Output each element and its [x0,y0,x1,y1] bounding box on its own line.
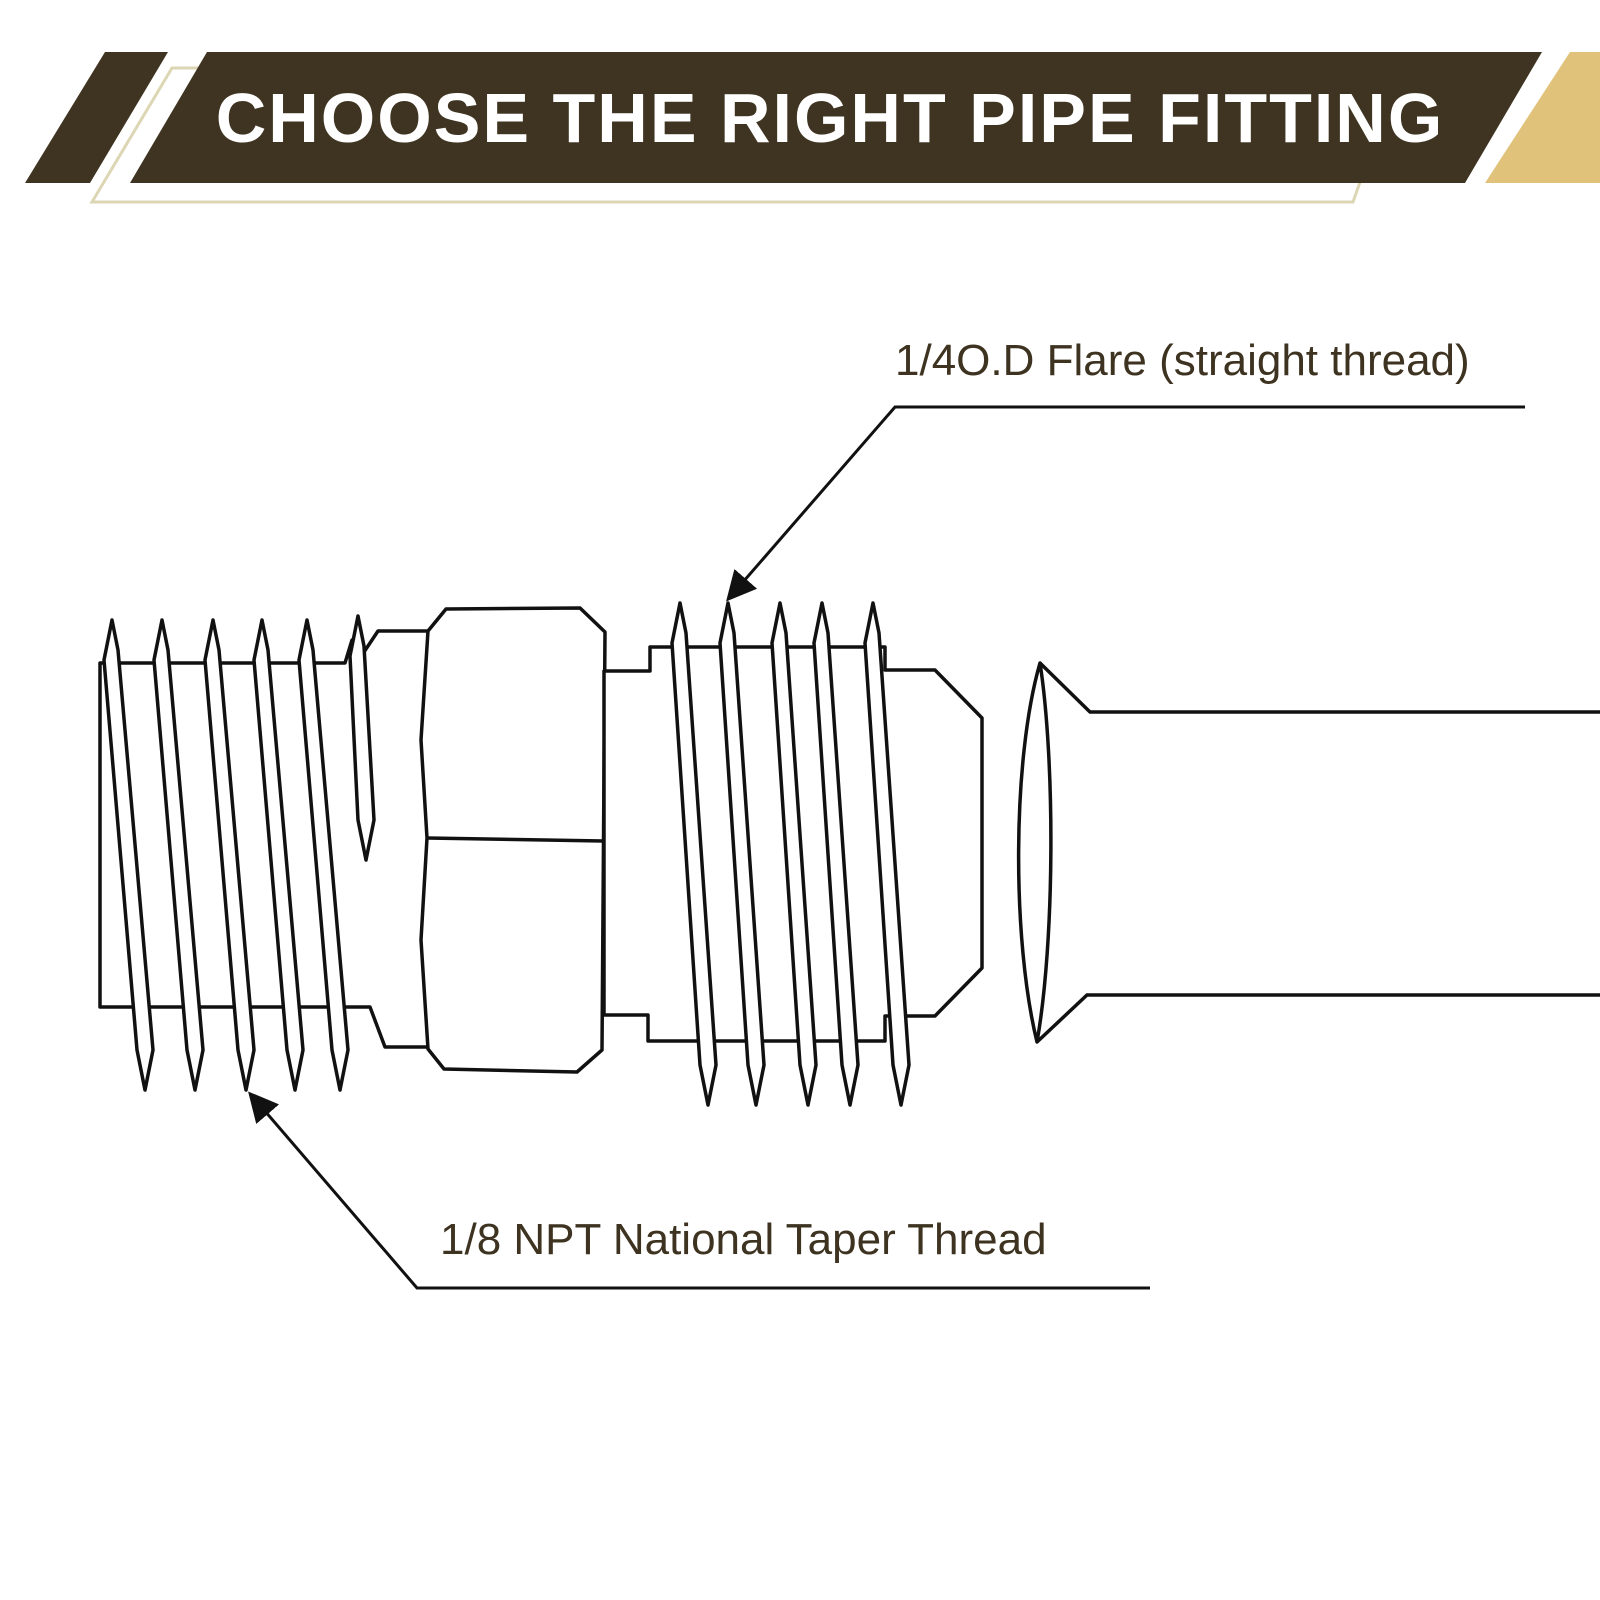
thread-ridge [102,618,155,1092]
tube-bottom-edge [1035,993,1600,1044]
flare-cone [1016,661,1053,1044]
hex-nut-edge [426,836,604,843]
thread-ridge [252,618,305,1092]
flare-leader-arrow [726,405,1525,602]
header-banner: CHOOSE THE RIGHT PIPE FITTING [25,52,1600,204]
thread-ridge [152,618,205,1092]
banner-left-stripe [25,52,168,183]
thread-ridge [348,614,376,862]
banner-gold-stripe [1485,52,1600,183]
npt-leader-arrow [248,1091,1150,1290]
banner-main [130,52,1542,183]
hex-nut [419,606,607,1074]
flare-label: 1/4O.D Flare (straight thread) [895,336,1470,385]
npt-callout: 1/8 NPT National Taper Thread [248,1091,1150,1290]
thread-ridge [203,618,256,1092]
tube-top-edge [1038,661,1600,714]
thread-ridge [670,601,718,1107]
flare-callout: 1/4O.D Flare (straight thread) [726,336,1525,602]
thread-ridge [718,601,766,1107]
thread-ridge [297,618,350,1092]
flare-tube [1016,661,1600,1044]
thread-ridge [770,601,818,1107]
npt-thread-section [98,614,430,1092]
page-title: CHOOSE THE RIGHT PIPE FITTING [216,79,1445,157]
npt-label: 1/8 NPT National Taper Thread [440,1215,1047,1264]
thread-ridge [812,601,860,1107]
thread-ridge [863,601,911,1107]
flare-thread-section [602,601,984,1107]
